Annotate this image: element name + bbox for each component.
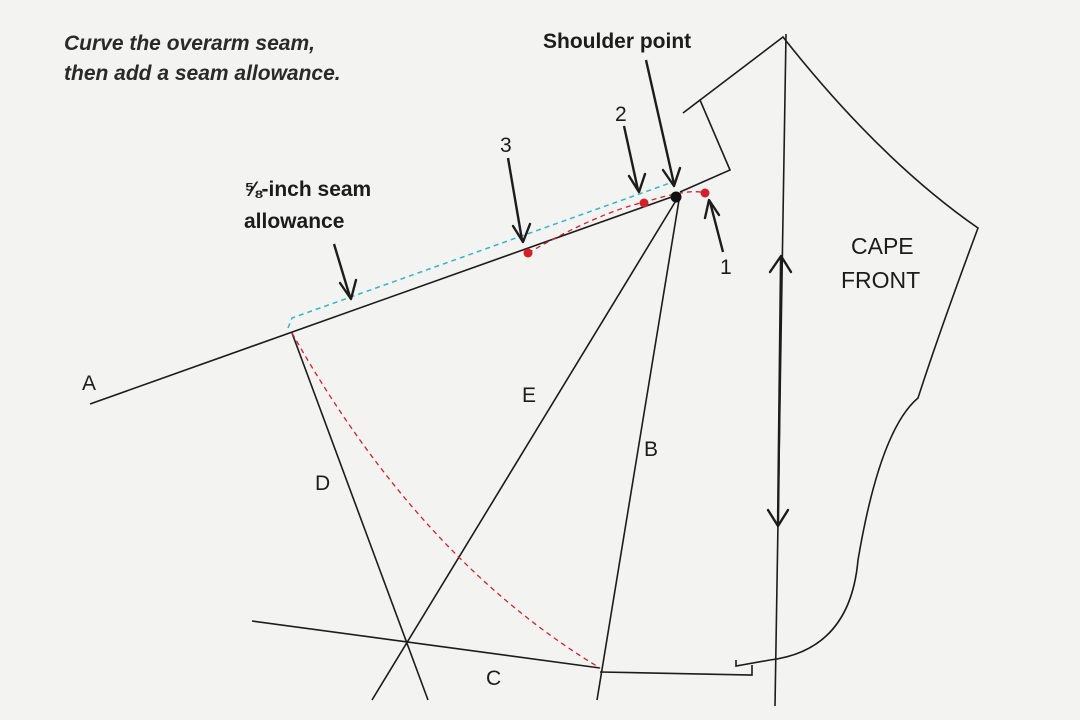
marker-1-arrowhead	[703, 198, 721, 220]
cape-front-label-line-1: CAPE	[851, 233, 914, 259]
line-e-label: E	[522, 384, 536, 407]
point-1	[700, 188, 710, 198]
line-e	[371, 193, 681, 701]
marker-1-arrow	[708, 201, 725, 253]
line-c-label: C	[486, 667, 501, 690]
line-b	[596, 193, 681, 701]
underarm-curve	[291, 332, 601, 669]
line-b-label: B	[644, 438, 658, 461]
line-c	[251, 620, 601, 669]
marker-1-label: 1	[720, 256, 732, 279]
line-d-label: D	[315, 472, 330, 495]
shoulder-point-dot	[670, 191, 682, 203]
cape-front-label-line-2: FRONT	[841, 267, 920, 293]
grainline-arrowhead-bottom	[766, 508, 790, 528]
cape-front-outline	[679, 35, 979, 661]
shoulder-point-label: Shoulder point	[543, 30, 691, 53]
shoulder-point-arrow	[644, 59, 676, 185]
grainline-arrow	[776, 257, 783, 525]
line-a	[89, 193, 681, 405]
marker-3-arrowhead	[511, 222, 532, 244]
overarm-curve	[527, 191, 706, 254]
cape-hem-line	[599, 659, 771, 676]
marker-2-arrowhead	[627, 172, 647, 194]
point-2	[639, 198, 649, 208]
marker-2-arrow	[622, 125, 640, 191]
marker-2-label: 2	[615, 103, 627, 126]
grainline-arrowhead-top	[768, 254, 793, 274]
marker-3-arrow	[506, 157, 524, 241]
line-a-label: A	[82, 372, 96, 395]
instruction-line-1: Curve the overarm seam,	[64, 32, 315, 55]
instruction-line-2: then add a seam allowance.	[64, 62, 341, 85]
seam-allowance-label-line-1: ⅝-inch seam	[244, 178, 371, 201]
point-3	[523, 248, 533, 258]
line-d	[291, 332, 429, 701]
seam-allowance-label-line-2: allowance	[244, 210, 344, 233]
seam-allowance-arrow	[332, 243, 352, 298]
shoulder-point-arrowhead	[661, 166, 682, 188]
seam-allowance-arrowhead	[338, 278, 358, 301]
seam-allowance-line	[287, 182, 671, 329]
marker-3-label: 3	[500, 134, 512, 157]
